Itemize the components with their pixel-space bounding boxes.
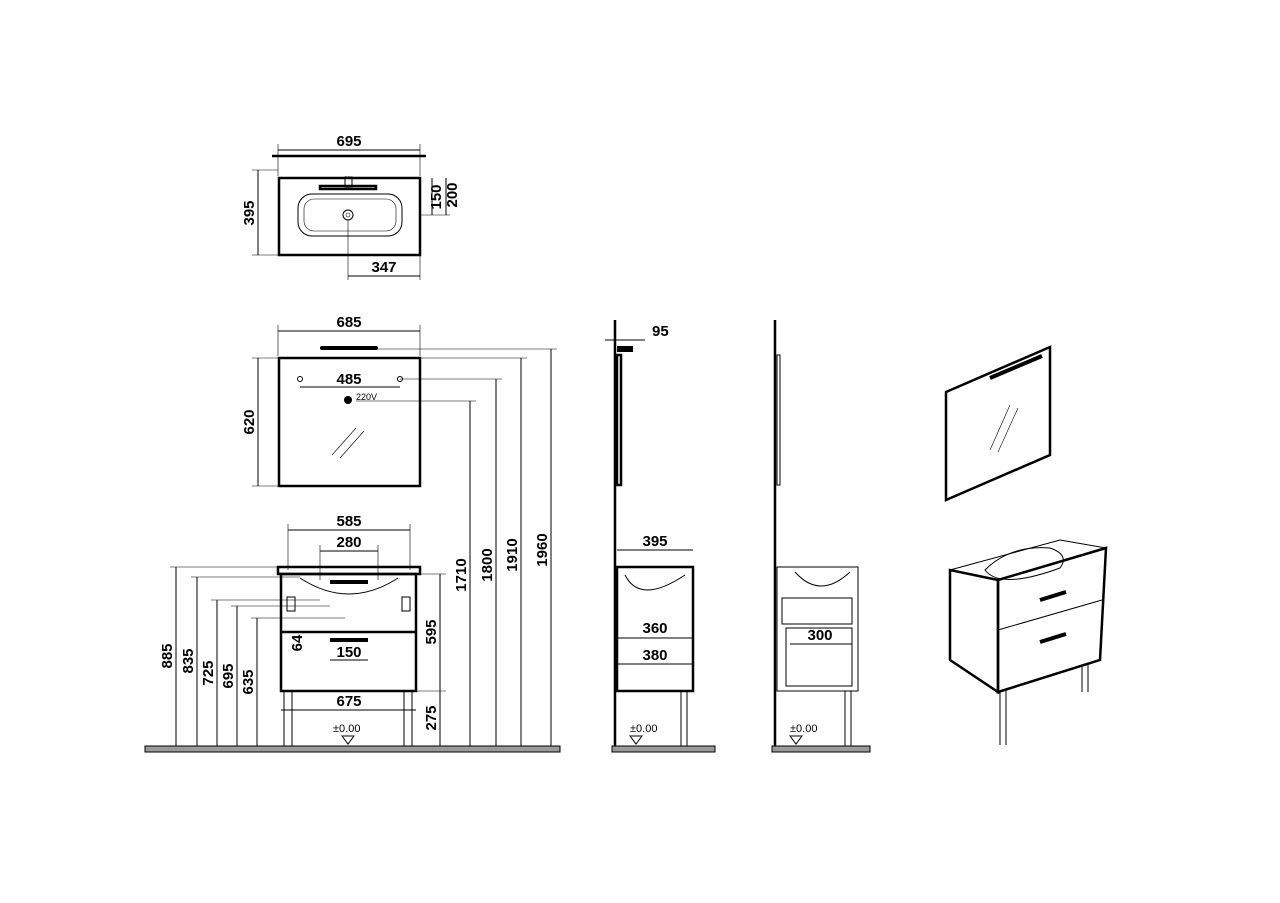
- dim-leg-height: 275: [423, 705, 440, 730]
- dim-half-width: 347: [371, 259, 396, 276]
- dim-height-695: 695: [220, 663, 237, 688]
- dim-tap-offset: 150: [428, 184, 445, 209]
- dim-mirror-height: 620: [241, 409, 258, 434]
- mirror-iso: [944, 345, 1052, 502]
- mirror-side: [615, 353, 623, 487]
- dim-drawer-depth: 300: [807, 627, 832, 644]
- level-marker-icon: [789, 735, 803, 745]
- voltage-label: 220V: [356, 392, 377, 402]
- floor: [771, 745, 871, 753]
- basin-bowl: [297, 193, 403, 237]
- mirror-light: [320, 346, 378, 350]
- cabinet-side: [615, 565, 695, 693]
- side-view-2: 300 ±0.00: [771, 320, 871, 753]
- dim-cabinet-height: 595: [423, 619, 440, 644]
- dim-mirror-width: 685: [336, 314, 361, 331]
- dim-height-635: 635: [240, 669, 257, 694]
- mirror-light-top: [318, 184, 378, 191]
- floor-level: ±0.00: [790, 723, 817, 735]
- dim-inner-depth-2: 380: [642, 647, 667, 664]
- dim-tap-spacing: 280: [336, 534, 361, 551]
- basin-outline: [277, 176, 422, 257]
- power-socket-icon: [344, 396, 352, 404]
- isometric-view: [944, 345, 1108, 745]
- cabinet-front-iso: [996, 546, 1108, 694]
- top-view: 695 395 150 200 347: [241, 133, 461, 280]
- dim-height-1800: 1800: [479, 548, 496, 581]
- dim-hole-spacing: 485: [336, 371, 361, 388]
- drawer-handle-bottom: [330, 638, 368, 642]
- dim-height-835: 835: [180, 648, 197, 673]
- level-marker-icon: [629, 735, 643, 745]
- dim-height-885: 885: [159, 643, 176, 668]
- dim-height-1960: 1960: [534, 533, 551, 566]
- mirror-front: [277, 356, 422, 488]
- dim-mirror-depth: 95: [652, 323, 669, 340]
- dim-cabinet-width: 675: [336, 693, 361, 710]
- basin-section: [299, 577, 399, 595]
- side-view-1: 95 395 360 380 ±0.00: [605, 320, 716, 753]
- cabinet-side-iso: [948, 568, 1000, 695]
- floor-level: ±0.00: [333, 723, 360, 735]
- dim-drawer-gap: 64: [289, 634, 306, 651]
- cabinet-section: [776, 566, 859, 692]
- dim-inner-depth-1: 360: [642, 620, 667, 637]
- dim-height-1710: 1710: [453, 558, 470, 591]
- faucet-icon: [344, 176, 353, 188]
- level-marker-icon: [341, 735, 355, 745]
- dim-basin-width: 585: [336, 513, 361, 530]
- dim-height-1910: 1910: [504, 538, 521, 571]
- drawer-handle-top: [330, 580, 368, 584]
- dim-top-depth: 395: [241, 200, 258, 225]
- drain-icon: [342, 209, 354, 221]
- floor: [144, 745, 561, 753]
- dim-top-width: 695: [336, 133, 361, 150]
- floor: [611, 745, 716, 753]
- dim-side-depth: 395: [642, 533, 667, 550]
- dim-height-725: 725: [200, 660, 217, 685]
- front-view: 685 485 220V 620 585 280 64 150 595: [144, 314, 561, 753]
- dim-basin-offset: 200: [444, 182, 461, 207]
- floor-level: ±0.00: [630, 723, 657, 735]
- dim-handle-width: 150: [336, 644, 361, 661]
